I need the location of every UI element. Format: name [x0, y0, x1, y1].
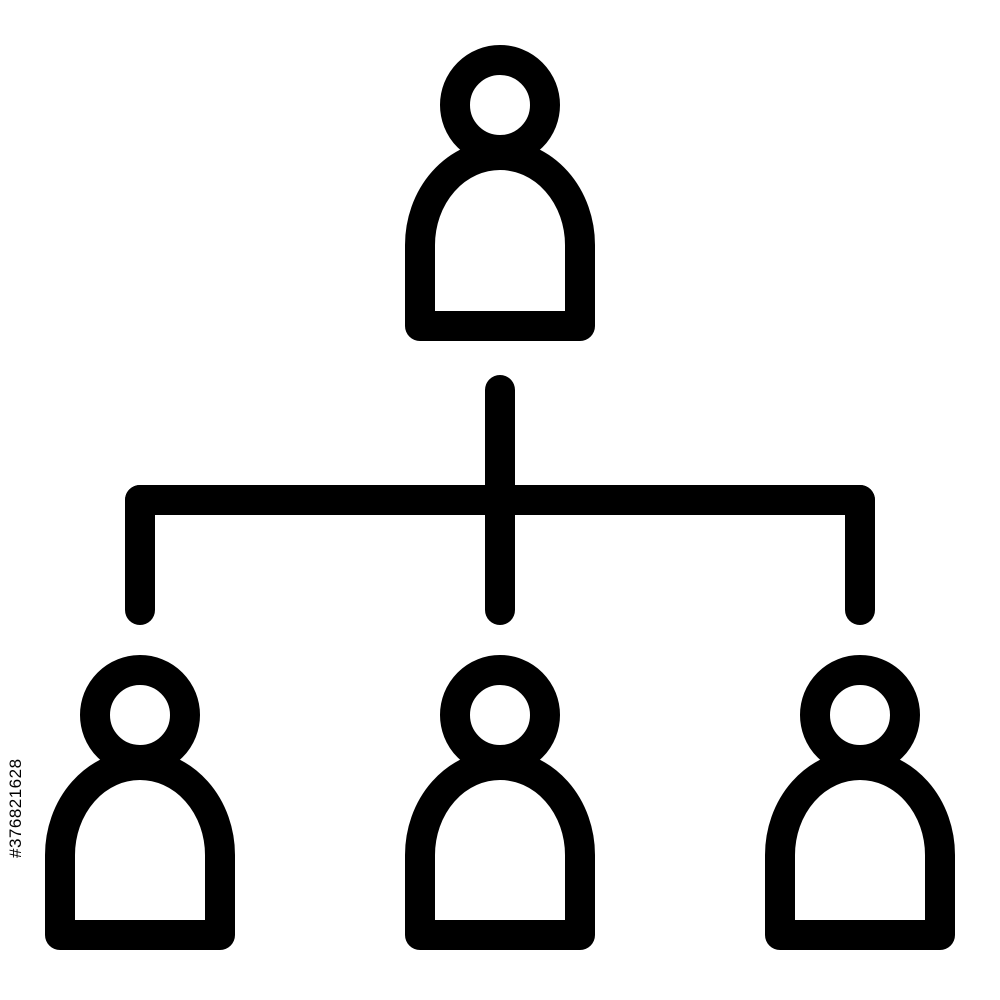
bottom-left-person-head: [80, 655, 200, 775]
bottom-left-person-body: [45, 750, 235, 950]
bottom-center-person-body: [405, 750, 595, 950]
bottom-right-person-body: [765, 750, 955, 950]
top-person-body: [405, 140, 595, 341]
bottom-center-person-head: [440, 655, 560, 775]
connector-lines: [125, 375, 875, 625]
top-person-head: [440, 45, 560, 165]
bottom-left-person-icon: [45, 655, 235, 950]
bottom-right-person-head: [800, 655, 920, 775]
bottom-right-person-icon: [765, 655, 955, 950]
top-person-icon: [405, 45, 595, 341]
stock-id-label: #376821628: [6, 758, 25, 858]
bottom-center-person-icon: [405, 655, 595, 950]
